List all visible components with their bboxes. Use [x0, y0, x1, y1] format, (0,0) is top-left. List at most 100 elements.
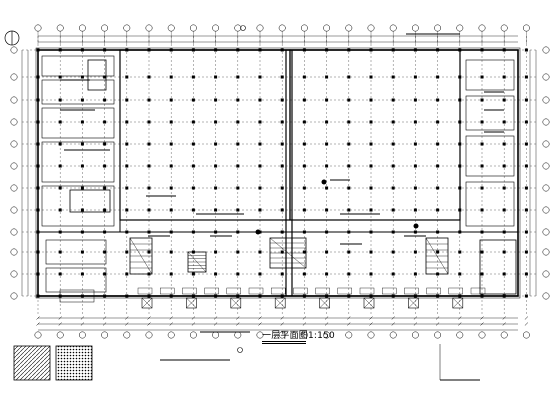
- dimension-tick: [36, 322, 40, 326]
- bay-opening: [359, 287, 375, 295]
- column: [191, 164, 195, 168]
- axis-bubble-right: [542, 46, 550, 54]
- column: [436, 142, 440, 146]
- dimension-tick: [347, 322, 351, 326]
- column: [369, 272, 373, 276]
- axis-bubble-left: [10, 292, 18, 300]
- column: [169, 186, 173, 190]
- axis-bubble-right: [542, 228, 550, 236]
- axis-bubble-bottom: [278, 331, 286, 339]
- axis-bubble-top: [345, 24, 353, 32]
- column: [103, 164, 107, 168]
- column: [80, 120, 84, 124]
- column: [325, 250, 329, 254]
- column: [147, 120, 151, 124]
- column: [325, 98, 329, 102]
- column: [147, 98, 151, 102]
- column: [524, 142, 528, 146]
- bay-x: [363, 297, 375, 309]
- bay-opening: [182, 287, 197, 295]
- room-west: [41, 55, 115, 77]
- north-symbol: [4, 30, 20, 46]
- column: [302, 75, 306, 79]
- axis-bubble-left: [10, 206, 18, 214]
- column: [369, 186, 373, 190]
- callout-dot: [413, 223, 419, 229]
- column: [58, 186, 62, 190]
- column: [524, 230, 528, 234]
- column: [480, 98, 484, 102]
- axis-bubbles: [10, 24, 550, 339]
- column: [436, 208, 440, 212]
- axis-bubble-bottom: [434, 331, 442, 339]
- axis-bubble-top: [478, 24, 486, 32]
- column: [191, 142, 195, 146]
- column: [524, 98, 528, 102]
- column: [258, 250, 262, 254]
- room-sw-small: [59, 289, 95, 303]
- dimension-tick: [502, 316, 506, 320]
- column: [391, 208, 395, 212]
- column: [125, 120, 129, 124]
- dimension-tick: [413, 316, 418, 320]
- outer-wall: [37, 49, 519, 297]
- bay-x: [275, 297, 286, 309]
- dimension-tick: [213, 322, 218, 326]
- column: [236, 186, 240, 190]
- column: [480, 120, 484, 124]
- dimension-tick: [391, 322, 395, 326]
- dimension-tick: [147, 322, 151, 326]
- column: [258, 142, 262, 146]
- column: [347, 164, 351, 168]
- column: [480, 272, 484, 276]
- axis-bubble-bottom: [367, 331, 375, 339]
- bay-opening: [426, 287, 441, 295]
- room-west: [41, 141, 115, 183]
- column: [191, 75, 195, 79]
- column: [524, 120, 528, 124]
- axis-bubble-bottom: [478, 331, 486, 339]
- bay-opening: [470, 287, 486, 295]
- room-box-nw: [87, 59, 107, 91]
- stair-diagonal: [269, 237, 307, 269]
- column: [524, 75, 528, 79]
- column: [347, 208, 351, 212]
- axis-bubble-top: [123, 24, 131, 32]
- column: [103, 98, 107, 102]
- axis-bubble-right: [542, 73, 550, 81]
- column: [58, 250, 62, 254]
- column: [169, 75, 173, 79]
- column: [302, 186, 306, 190]
- column: [214, 208, 218, 212]
- column: [125, 75, 129, 79]
- axis-bubble-right: [542, 206, 550, 214]
- axis-bubble-bottom: [389, 331, 397, 339]
- column: [480, 208, 484, 212]
- column: [436, 250, 440, 254]
- axis-bubble-bottom: [167, 331, 175, 339]
- axis-bubble-top: [456, 24, 464, 32]
- dimension-tick: [369, 316, 373, 320]
- bay-opening: [226, 287, 242, 295]
- axis-bubble-top: [167, 24, 175, 32]
- dimension-tick: [369, 322, 373, 326]
- bay-opening: [271, 287, 286, 295]
- column: [502, 186, 506, 190]
- bay-box: [452, 297, 464, 309]
- column: [347, 98, 351, 102]
- bay-box: [408, 297, 419, 309]
- axis-bubble-bottom: [256, 331, 264, 339]
- column: [391, 75, 395, 79]
- outer-wall-inner: [35, 47, 521, 299]
- dimension-tick: [102, 322, 107, 326]
- annotation-marks: [60, 25, 504, 381]
- column: [480, 75, 484, 79]
- column: [125, 186, 129, 190]
- axis-bubble-left: [10, 248, 18, 256]
- dimension-tick: [435, 316, 440, 320]
- axis-bubble-bottom: [522, 331, 530, 339]
- column: [169, 208, 173, 212]
- column: [236, 208, 240, 212]
- column: [236, 98, 240, 102]
- column: [391, 250, 395, 254]
